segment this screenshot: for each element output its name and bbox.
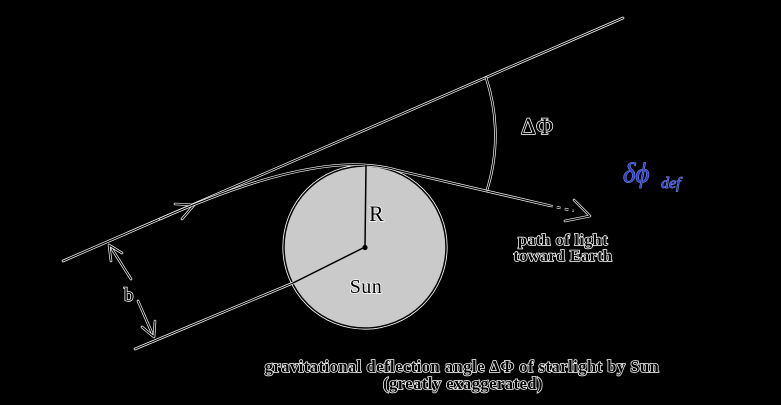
impact-parameter-arrows xyxy=(107,243,157,339)
caption-line2: (greatly exaggerated) xyxy=(383,374,543,393)
deflected-light-path xyxy=(158,163,551,221)
impact-parameter-label: b xyxy=(124,285,134,306)
radius-label: R xyxy=(369,201,384,226)
incoming-ray-extension-line xyxy=(61,16,625,263)
center-parallel-line xyxy=(133,281,295,351)
radius-line-lower-left xyxy=(292,246,366,284)
path-note-line2: toward Earth xyxy=(514,248,613,265)
deflection-angle-label: ΔΦ xyxy=(521,114,554,139)
deflection-math-label: δϕ xyxy=(623,158,650,188)
sun-label: Sun xyxy=(350,276,383,298)
earthward-arrowhead-icon xyxy=(563,198,592,223)
deflection-math-subscript: def xyxy=(661,175,683,192)
path-note-line1: path of light xyxy=(518,232,608,249)
caption-line1: gravitational deflection angle ΔΦ of sta… xyxy=(265,357,660,376)
sun-radius-lines xyxy=(292,165,368,284)
radius-line-vertical xyxy=(364,165,367,248)
outgoing-asymptote-dashed xyxy=(548,204,575,213)
sun-center-dot xyxy=(362,244,368,251)
deflection-angle-arc xyxy=(484,76,497,192)
